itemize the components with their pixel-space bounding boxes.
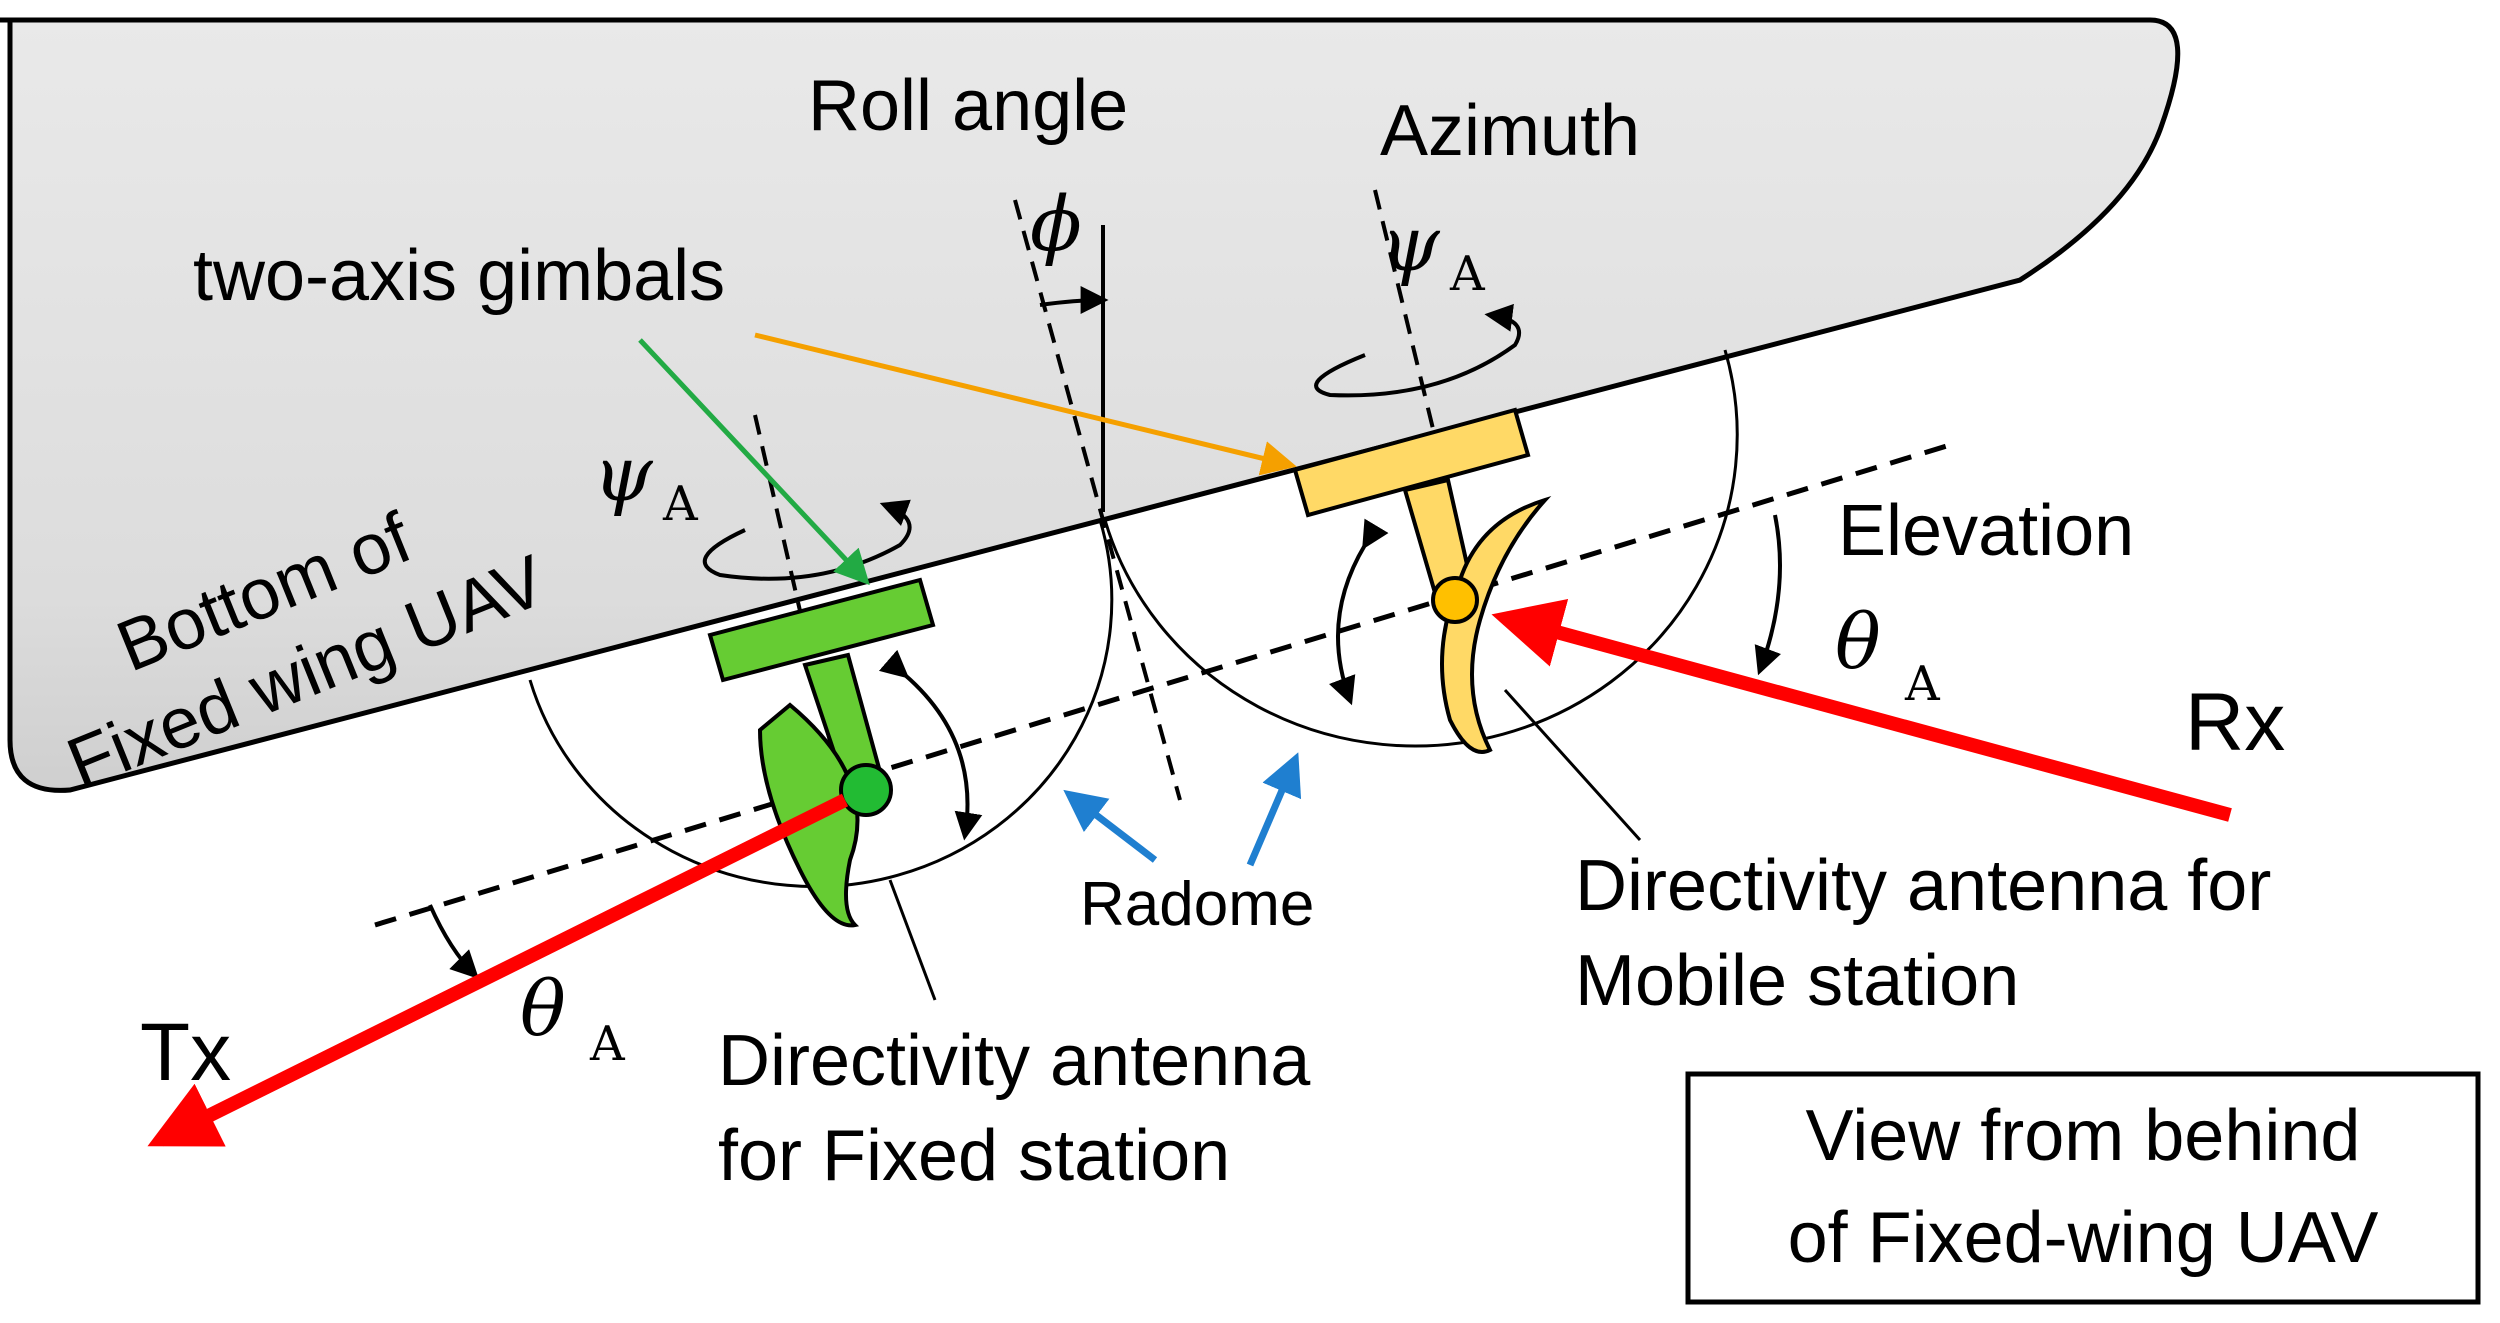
mobile-antenna-label-line2: Mobile station [1575, 941, 2019, 1021]
elevation-reference-line [374, 442, 1951, 928]
psi-symbol-left: ψ A [593, 429, 699, 532]
radome-pointer-left [1063, 789, 1158, 863]
uav-fuselage [0, 17, 2181, 793]
view-note-line2: of Fixed-wing UAV [1788, 1198, 2379, 1278]
radome-right [1103, 349, 1739, 748]
rx-signal-arrow [1491, 598, 2232, 822]
theta-symbol-right: θ A [1835, 597, 1941, 712]
left-elevation-rotation-arrow [878, 649, 983, 841]
roll-angle-arc [1039, 286, 1109, 315]
mobile-antenna-label-line1: Directivity antenna for [1575, 846, 2271, 926]
view-note-box: View from behind of Fixed-wing UAV [1685, 1071, 2481, 1305]
fixed-antenna-label-line1: Directivity antenna [718, 1021, 1311, 1101]
fixed-antenna-leader [888, 879, 937, 1001]
svg-text:θ: θ [520, 964, 566, 1053]
gimbal-pointer-orange [754, 332, 1297, 476]
left-azimuth-rotation-arrow [702, 499, 912, 581]
svg-text:θ: θ [1835, 597, 1881, 686]
svg-text:A: A [1449, 246, 1486, 302]
azimuth-label: Azimuth [1380, 91, 1640, 171]
right-theta-arc [1754, 514, 1782, 676]
psi-symbol-right: ψ A [1380, 199, 1486, 302]
gimbal-pointer-green [638, 338, 870, 586]
svg-text:A: A [589, 1016, 626, 1072]
fixed-antenna-label-line2: for Fixed station [718, 1116, 1230, 1196]
svg-text:ψ: ψ [1380, 199, 1441, 288]
elevation-label: Elevation [1838, 491, 2134, 571]
radome-pointer-right [1246, 752, 1302, 867]
mobile-antenna-leader [1503, 688, 1642, 842]
svg-text:A: A [1904, 656, 1941, 712]
svg-text:A: A [662, 476, 699, 532]
roll-tilted-line [1013, 199, 1182, 801]
right-elevation-rotation-arrow [1329, 518, 1389, 706]
view-note-line1: View from behind [1806, 1096, 2361, 1176]
radome-left [528, 519, 1114, 889]
roll-angle-label: Roll angle [808, 66, 1128, 146]
theta-symbol-left: θ A [520, 964, 626, 1072]
right-azimuth-rotation-arrow [1314, 303, 1522, 398]
left-theta-arc [428, 904, 479, 979]
tx-signal-arrow [147, 793, 849, 1147]
tx-label: Tx [140, 1007, 231, 1098]
phi-symbol: ϕ [1030, 179, 1082, 268]
right-gimbal [1292, 407, 1552, 754]
svg-text:ψ: ψ [593, 429, 654, 518]
rx-label: Rx [2185, 677, 2285, 768]
two-axis-gimbals-label: two-axis gimbals [193, 236, 725, 316]
radome-label: Radome [1080, 870, 1314, 939]
